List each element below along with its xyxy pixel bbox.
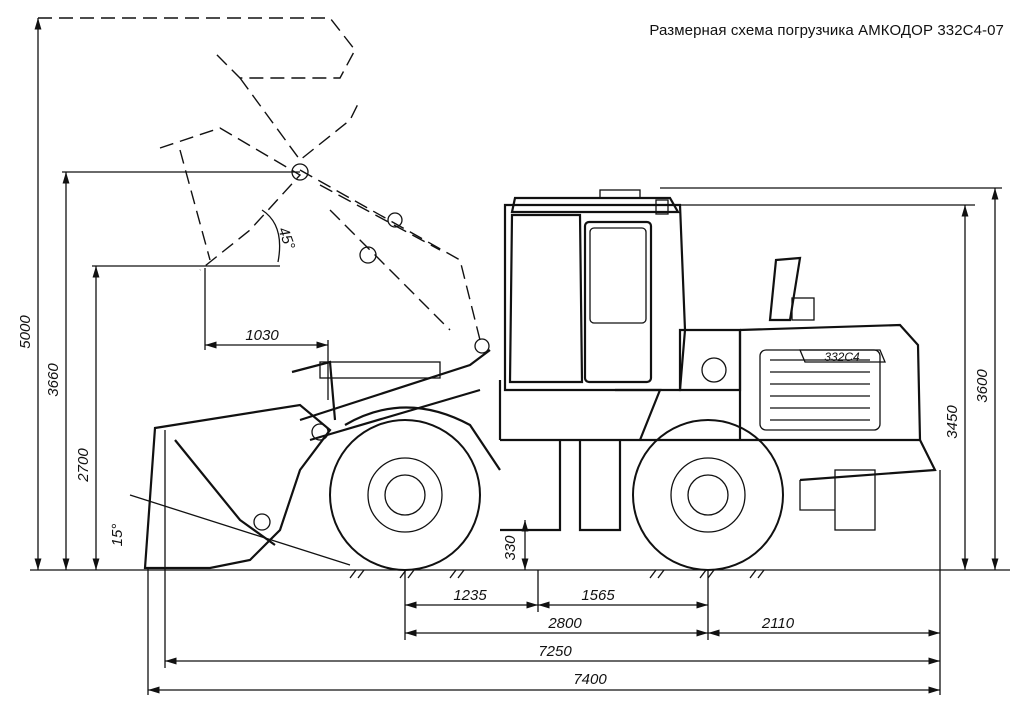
- angle-ground: 15°: [109, 524, 126, 547]
- boom-arm: [291, 338, 491, 442]
- dim-height-max: 5000: [17, 315, 34, 349]
- angle-dump: 45°: [274, 225, 298, 252]
- dim-cab-height: 3600: [974, 369, 991, 403]
- dimensions: 5000 3660 2700 15° 1030 45° 330 3450 360…: [17, 18, 1002, 695]
- dim-wheelbase: 2800: [547, 615, 582, 632]
- cab: [503, 189, 727, 392]
- dim-length-no-bucket: 7250: [538, 643, 572, 660]
- model-badge: 332С4: [799, 349, 886, 364]
- dim-front-axle-center: 1235: [453, 587, 487, 604]
- model-badge-text: 332С4: [824, 350, 860, 364]
- dim-length-total: 7400: [573, 671, 607, 688]
- dim-center-rear-axle: 1565: [581, 587, 615, 604]
- front-wheel: [329, 406, 501, 571]
- dim-rear-overhang: 2110: [761, 615, 795, 632]
- lowered-bucket: [129, 403, 351, 570]
- loader-body: [498, 256, 937, 532]
- diagram-title: Размерная схема погрузчика АМКОДОР 332С4…: [649, 22, 1004, 39]
- dim-ground-clearance: 330: [502, 535, 519, 561]
- ground-line: [30, 569, 1010, 579]
- dim-dump-reach: 1030: [245, 327, 279, 344]
- raised-boom-outline: [38, 17, 481, 341]
- dim-exhaust-height: 3450: [944, 405, 961, 439]
- dim-height-dump: 2700: [75, 448, 92, 483]
- rear-wheel: [632, 419, 784, 571]
- dim-height-pin: 3660: [45, 363, 62, 397]
